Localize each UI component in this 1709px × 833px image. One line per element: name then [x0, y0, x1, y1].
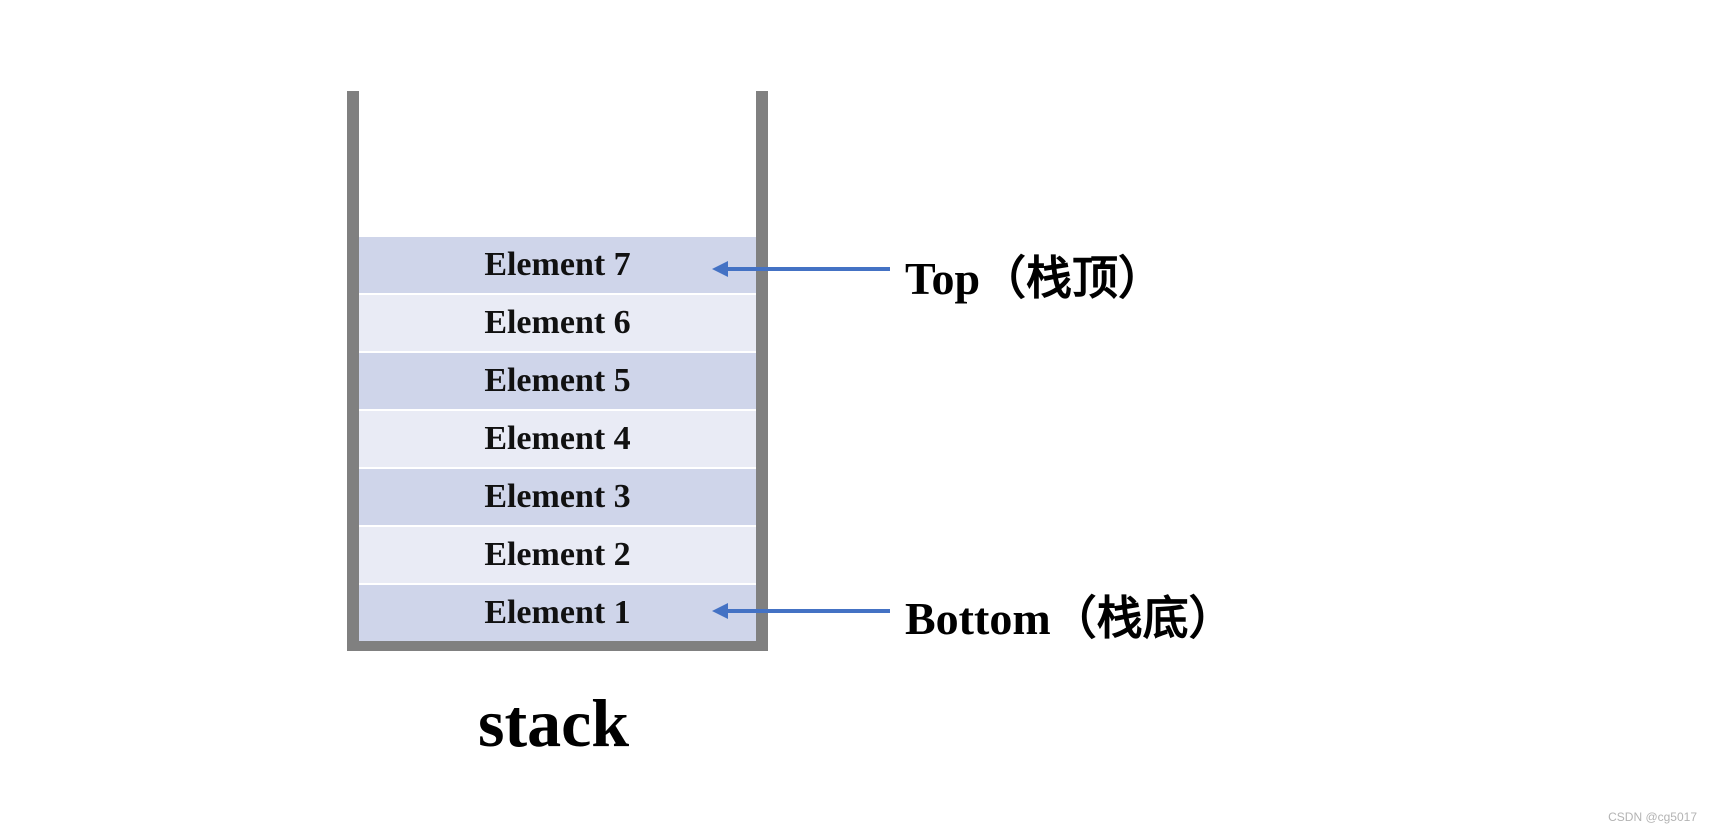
stack-element-1: Element 1 — [359, 585, 756, 641]
stack-element-3: Element 3 — [359, 469, 756, 525]
top-pointer-arrow-icon — [712, 261, 890, 277]
top-pointer-label: Top（栈顶） — [905, 253, 1165, 304]
stack-items: Element 7 Element 6 Element 5 Element 4 … — [359, 237, 756, 643]
bottom-pointer-arrow-icon — [712, 603, 890, 619]
stack-element-5: Element 5 — [359, 353, 756, 409]
stack-wall-bottom — [347, 640, 768, 651]
stack-element-4: Element 4 — [359, 411, 756, 467]
stack-element-2: Element 2 — [359, 527, 756, 583]
stack-element-6: Element 6 — [359, 295, 756, 351]
stack-element-7: Element 7 — [359, 237, 756, 293]
stack-wall-left — [347, 91, 359, 651]
watermark: CSDN @cg5017 — [1608, 810, 1697, 824]
stack-caption: stack — [478, 685, 630, 761]
bottom-pointer-label: Bottom（栈底） — [905, 593, 1235, 644]
stack-wall-right — [756, 91, 768, 651]
